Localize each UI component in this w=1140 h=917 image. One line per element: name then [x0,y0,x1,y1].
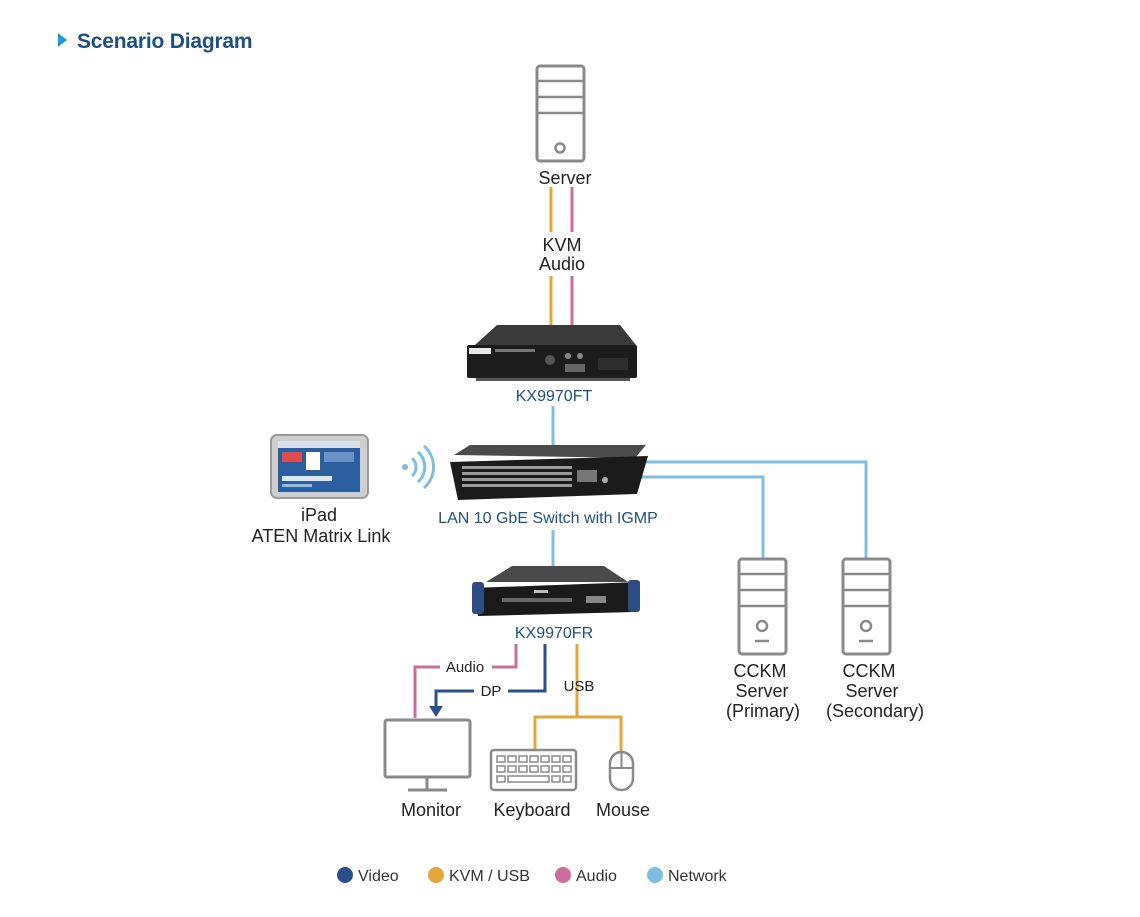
lan-switch-device [450,445,648,500]
label-bg-audio [440,655,492,677]
kx9970fr-device [472,566,640,616]
server-label: Server [538,168,591,188]
monitor-label: Monitor [401,800,461,820]
dp-arrow-icon [429,706,443,717]
mouse-icon [608,750,635,792]
title-text: Scenario Diagram [77,30,253,53]
legend-kvm-usb-swatch [428,867,444,883]
legend-network-label: Network [668,868,728,885]
network-line-switch-primary [640,475,765,560]
audio-connection-label: Audio [446,659,484,676]
keyboard-icon [489,748,578,792]
matrix-link-label: ATEN Matrix Link [252,526,392,546]
legend-video-label: Video [358,868,399,885]
cckm-secondary-line1: CCKM [843,661,896,681]
kx9970ft-device [467,325,637,381]
audio-label: Audio [539,254,585,274]
cckm-primary-server-icon [737,557,788,656]
kx9970ft-label: KX9970FT [516,388,593,405]
ipad-device [270,434,369,499]
label-bg-dp [474,680,508,702]
kvm-label: KVM [542,235,581,255]
kx9970fr-label: KX9970FR [515,625,593,642]
lan-switch-label: LAN 10 GbE Switch with IGMP [438,510,658,527]
legend-audio-swatch [555,867,571,883]
monitor-icon [383,718,472,792]
mouse-label: Mouse [596,800,650,820]
legend-audio-label: Audio [576,868,617,885]
caret-right-icon [58,33,67,47]
dp-connection-label: DP [481,683,502,700]
cckm-primary-line2: Server [735,681,788,701]
legend-kvm-usb-label: KVM / USB [449,868,530,885]
cckm-primary-line3: (Primary) [726,701,800,721]
server-tower-icon [535,64,586,163]
legend-video-swatch [337,867,353,883]
legend-network-swatch [647,867,663,883]
network-line-switch-secondary [646,460,868,560]
ipad-label: iPad [301,505,337,525]
cckm-secondary-line3: (Secondary) [826,701,924,721]
usb-connection-label: USB [564,678,595,695]
cckm-primary-line1: CCKM [734,661,787,681]
keyboard-label: Keyboard [493,800,570,820]
cckm-secondary-server-icon [841,557,892,656]
cckm-secondary-line2: Server [845,681,898,701]
page-title: Scenario Diagram [58,30,253,54]
legend: Video KVM / USB Audio Network [337,867,728,885]
usb-line-keyboard [533,715,623,752]
wifi-signal-icon [402,444,435,490]
